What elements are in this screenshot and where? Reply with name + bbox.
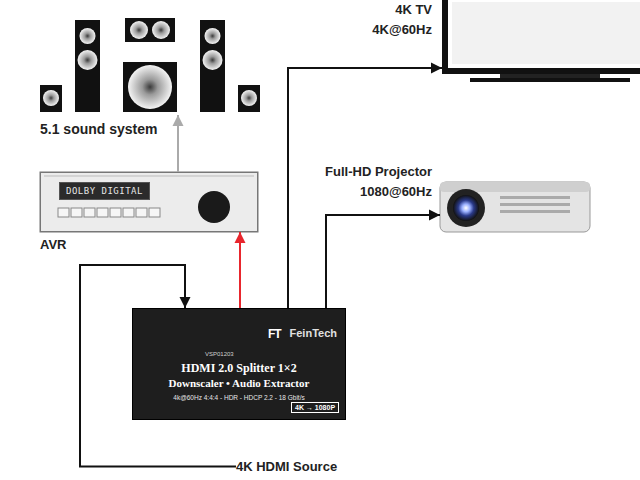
downscale-badge: 4K → 1080P <box>291 402 339 413</box>
tv-screen: 4K TV4K@60Hz <box>442 0 640 82</box>
node-text: Full-HD Projector <box>325 164 432 179</box>
hdmi-connector <box>288 68 442 308</box>
node-text: 1080@60Hz <box>360 184 432 199</box>
node-text: VSP01203 <box>205 351 234 357</box>
hdmi-connector <box>239 232 241 308</box>
node-text: 4K TV <box>395 2 432 17</box>
speaker-set <box>40 18 260 112</box>
node-text: 5.1 sound system <box>40 121 158 137</box>
arrow-head <box>180 297 191 308</box>
projector <box>440 182 590 232</box>
node-text: 4K → 1080P <box>295 404 335 411</box>
speaker-group: 5.1 sound system <box>38 15 262 115</box>
avr-display: DOLBY DIGITAL <box>59 182 150 200</box>
projector-device: Full-HD Projector1080@60Hz <box>440 182 590 232</box>
logo-text: FT <box>268 327 281 341</box>
avr-device: AVRDOLBY DIGITAL <box>40 172 258 232</box>
node-text: HDMI 2.0 Splitter 1×2 <box>133 361 345 376</box>
node-text: 4k@60Hz 4:4:4 - HDR - HDCP 2.2 - 18 Gbit… <box>133 394 345 401</box>
hdmi-connector <box>326 215 440 308</box>
arrow-head <box>431 63 442 74</box>
splitter-box: FeinTechVSP01203HDMI 2.0 Splitter 1×2Dow… <box>132 308 346 420</box>
arrow-head <box>173 115 184 126</box>
hdmi-source: 4K HDMI Source <box>236 458 337 475</box>
avr-body <box>40 172 258 232</box>
node-text: 4K HDMI Source <box>236 459 337 474</box>
arrow-head <box>235 232 246 243</box>
node-text: DOLBY DIGITAL <box>66 186 143 196</box>
node-text: Downscaler • Audio Extractor <box>133 377 345 389</box>
node-text: FeinTech <box>290 327 337 339</box>
tv-set <box>442 0 640 82</box>
node-text: 4K@60Hz <box>372 22 432 37</box>
node-text: AVR <box>40 237 66 252</box>
arrow-head <box>429 210 440 221</box>
